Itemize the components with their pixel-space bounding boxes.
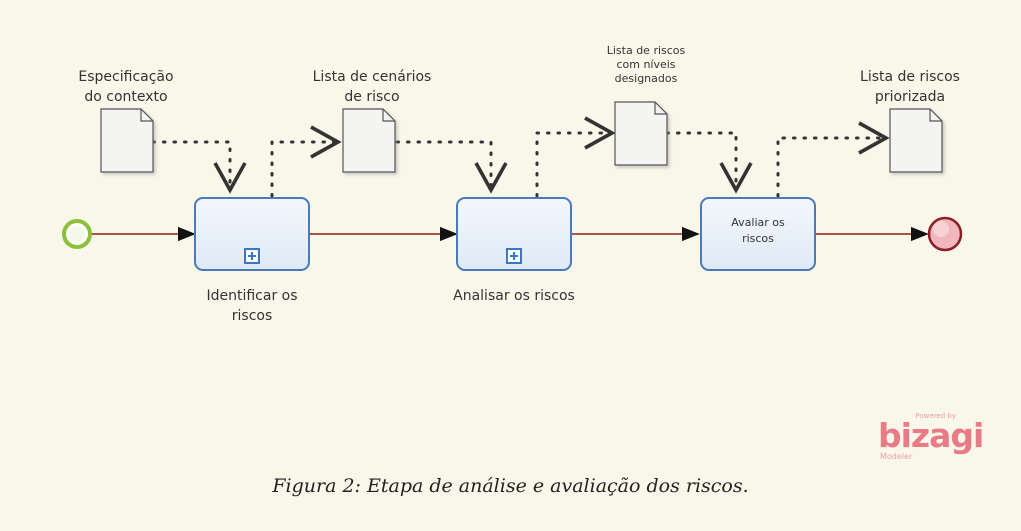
bizagi-logo: Powered by bizagi Modeler	[878, 412, 984, 461]
figure-caption: Figura 2: Etapa de análise e avaliação d…	[272, 475, 749, 497]
document-icon	[100, 108, 154, 173]
assoc-task3-to-art4	[776, 121, 890, 198]
task-analisar-riscos[interactable]	[456, 197, 572, 271]
task-label: Identificar os riscos	[206, 288, 298, 324]
subprocess-marker-icon	[506, 248, 522, 264]
assoc-task1-to-art2	[270, 125, 342, 198]
artifact-label: Lista de riscos priorizada	[860, 69, 960, 105]
associations	[151, 116, 890, 198]
assoc-art2-to-task2	[395, 140, 508, 194]
artifact-label: Lista de cenários de risco	[312, 69, 432, 105]
task-label: Analisar os riscos	[453, 288, 575, 304]
task-label: Avaliar os riscos	[731, 216, 785, 245]
task-avaliar-riscos[interactable]: Avaliar os riscos	[700, 197, 816, 271]
assoc-art3-to-task3	[665, 131, 753, 194]
task-identificar-riscos[interactable]	[194, 197, 310, 271]
subprocess-marker-icon	[244, 248, 260, 264]
assoc-art1-to-task1	[151, 140, 247, 194]
document-icon	[889, 108, 943, 173]
end-event	[927, 216, 963, 252]
artifact-label: Lista de riscos com níveis designados	[606, 44, 686, 85]
start-event	[62, 219, 92, 249]
artifact-label: Especificação do contexto	[78, 69, 174, 105]
data-objects	[100, 101, 943, 173]
document-icon	[614, 101, 668, 166]
assoc-task2-to-art3	[535, 116, 616, 198]
document-icon	[342, 108, 396, 173]
